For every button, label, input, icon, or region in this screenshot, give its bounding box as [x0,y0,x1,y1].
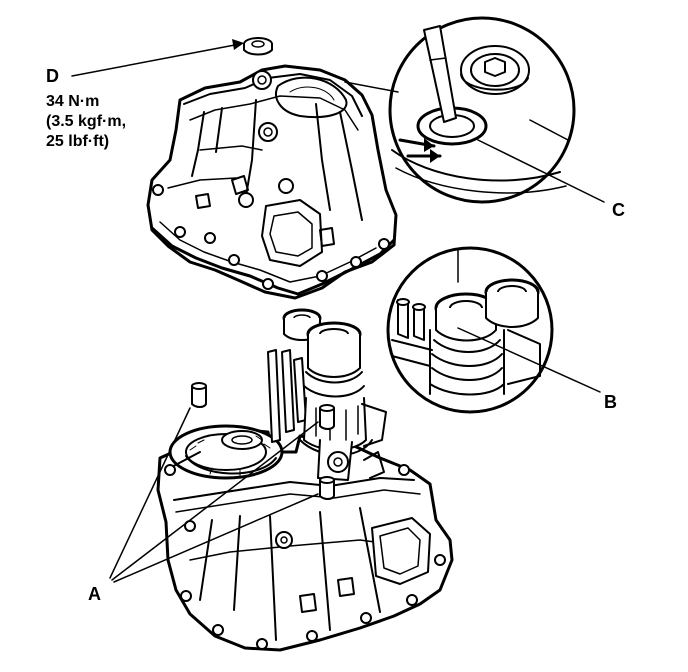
detail-circle-b [386,246,554,414]
transmission-housing-lower [156,424,454,652]
leader-line-b [457,327,601,393]
transmission-housing-upper [146,64,398,300]
leader-line-d [71,43,241,77]
leader-line-a-3 [113,493,319,583]
dowel-pins-a [191,382,335,500]
leader-line-a-1 [109,407,191,579]
torque-spec-line-1: 34 N·m [46,93,99,110]
sealing-bolt-d [243,37,273,56]
detail-circle-c [388,16,576,204]
leader-arrowhead-d [232,39,244,50]
detail-c-connector-line [344,81,399,93]
callout-label-b: B [604,392,617,412]
callout-label-c: C [612,200,625,220]
callout-label-a: A [88,584,101,604]
torque-spec-line-3: 25 lbf·ft) [46,133,109,150]
callout-label-d: D [46,66,59,86]
leader-line-a-2 [111,421,319,581]
leader-line-c [477,139,605,203]
torque-spec-line-2: (3.5 kgf·m, [46,113,126,130]
